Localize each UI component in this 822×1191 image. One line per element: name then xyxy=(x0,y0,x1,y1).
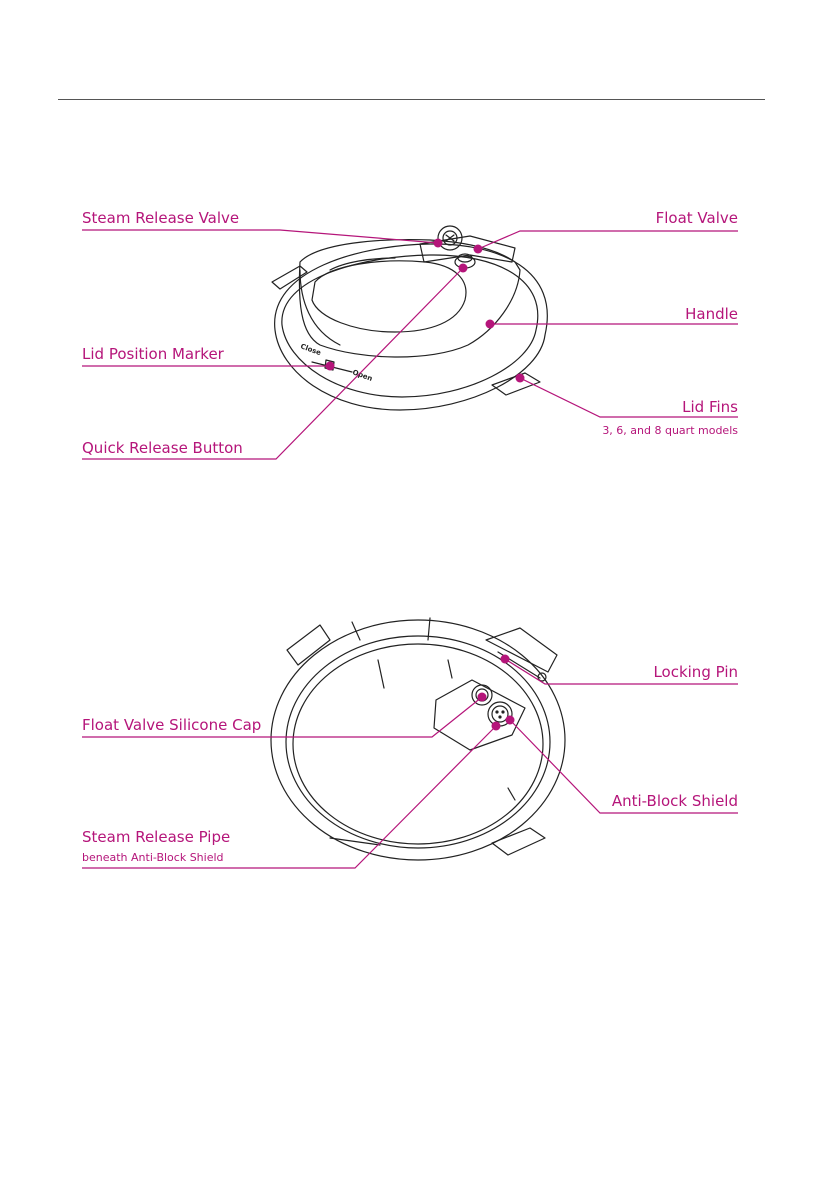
label-quick-release-button: Quick Release Button xyxy=(82,439,243,457)
label-handle: Handle xyxy=(685,305,738,323)
callout-dot-float-valve-silicone-cap xyxy=(478,693,487,702)
callout-dot-steam-release-valve xyxy=(434,239,443,248)
lid-underside-inner-ring xyxy=(286,636,550,848)
callout-dot-float-valve xyxy=(474,245,483,254)
top-divider xyxy=(58,99,765,100)
label-locking-pin: Locking Pin xyxy=(653,663,738,681)
underside-fin-top-right xyxy=(486,628,557,672)
lid-rim-inner xyxy=(282,255,538,397)
lid-underside-outer-ring xyxy=(271,620,565,860)
note-lid-fins-models: 3, 6, and 8 quart models xyxy=(602,424,738,437)
callout-line-steam-release-valve xyxy=(82,230,438,243)
label-steam-release-pipe: Steam Release Pipe xyxy=(82,828,230,846)
label-lid-fins: Lid Fins xyxy=(682,398,738,416)
lid-handle-recess xyxy=(312,261,466,332)
callout-dot-anti-block-shield xyxy=(506,716,515,725)
lid-top-view-diagram: Close Open Steam Release Valve xyxy=(0,195,822,475)
valve-mounting-plate xyxy=(434,680,525,750)
callout-dot-steam-release-pipe xyxy=(492,722,501,731)
label-lid-position-marker: Lid Position Marker xyxy=(82,345,224,363)
callout-line-quick-release-button xyxy=(82,268,463,459)
label-anti-block-shield: Anti-Block Shield xyxy=(612,792,738,810)
label-steam-release-valve: Steam Release Valve xyxy=(82,209,239,227)
underside-fin-top-left xyxy=(287,625,330,665)
callout-line-float-valve xyxy=(478,231,738,249)
lid-underside-diagram: Locking Pin Float Valve Silicone Cap Ant… xyxy=(0,600,822,890)
callout-dot-quick-release-button xyxy=(459,264,468,273)
lid-handle-outline xyxy=(299,240,520,357)
underside-fin-bottom-right xyxy=(492,828,545,855)
note-steam-release-pipe: beneath Anti-Block Shield xyxy=(82,851,224,864)
callout-dot-locking-pin xyxy=(501,655,510,664)
label-float-valve-silicone-cap: Float Valve Silicone Cap xyxy=(82,716,261,734)
label-float-valve: Float Valve xyxy=(656,209,738,227)
callout-dot-lid-fins xyxy=(516,374,525,383)
callout-dot-handle xyxy=(486,320,495,329)
callout-dot-lid-position-marker xyxy=(326,362,335,371)
lid-underside-illustration xyxy=(0,600,822,890)
